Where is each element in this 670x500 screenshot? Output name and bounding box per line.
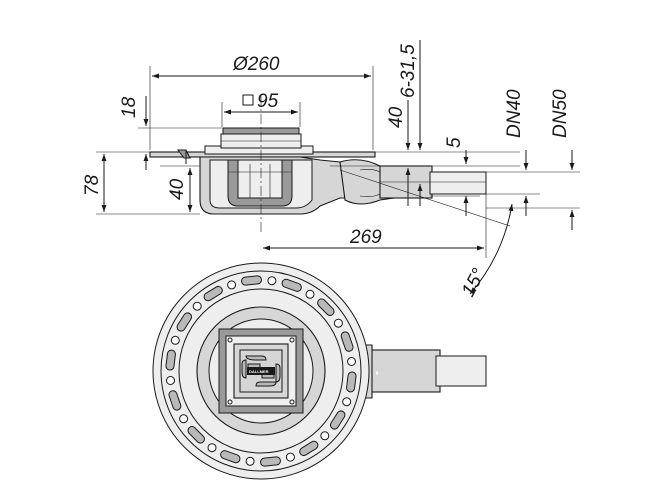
dim-dn50: DN50 — [550, 89, 571, 138]
top-outlet-pipe-dn40 — [435, 355, 487, 387]
dim-depth-40: 40 — [167, 178, 188, 200]
flange-hole — [267, 276, 277, 286]
top-outlet-marking: ▮ — [376, 370, 378, 375]
flange-holes — [166, 276, 356, 466]
dim-length-269: 269 — [349, 227, 382, 248]
flange-hole — [305, 289, 315, 299]
flange-slot — [346, 371, 357, 393]
outlet-pipe-dn40 — [429, 171, 487, 195]
flange-slot — [203, 285, 223, 302]
flange-slot — [176, 312, 193, 332]
dim-angle-15: 15° — [458, 265, 490, 301]
flange-slot — [281, 278, 302, 292]
flange-hole — [207, 443, 217, 453]
side-view: Ø260 95 18 78 40 40 6-31,5 5 — [82, 40, 580, 300]
flange-slot — [165, 349, 176, 371]
flange-hole — [170, 335, 180, 345]
flange-slot — [340, 331, 354, 352]
brand-label: DALLMER — [249, 369, 269, 374]
flange-hole — [285, 452, 295, 462]
flange-slot — [299, 440, 319, 457]
dim-total-78: 78 — [82, 174, 103, 196]
grate-slots — [241, 355, 281, 387]
dim-range-6-31-5: 6-31,5 — [398, 44, 419, 98]
flange-hole — [179, 414, 189, 424]
sealing-clip — [177, 149, 191, 159]
flange-hole — [192, 301, 202, 311]
flange-hole — [166, 376, 175, 385]
flange-hole — [347, 357, 356, 366]
dim-grate-95: 95 — [257, 91, 279, 112]
flange-slot — [317, 298, 335, 316]
flange-slot — [168, 390, 182, 411]
brand-plate — [247, 367, 275, 375]
flange-slot — [241, 275, 262, 286]
flange-hole — [342, 397, 352, 407]
dim-outlet-5: 5 — [444, 137, 465, 148]
dim-diameter-260: Ø260 — [232, 54, 280, 75]
dim-dn40: DN40 — [504, 89, 525, 138]
dim-offset-40: 40 — [386, 106, 407, 128]
flange-slot — [187, 426, 205, 444]
flange-slot — [329, 410, 346, 430]
flange-slot — [260, 456, 281, 467]
flange-slots — [165, 275, 357, 467]
flange-hole — [245, 456, 255, 466]
top-view: ▮ DALLMER — [152, 262, 487, 480]
flange-slot — [220, 450, 241, 464]
square-outline-icon — [242, 94, 254, 106]
dim-height-18: 18 — [119, 96, 140, 118]
flange-hole — [333, 318, 343, 328]
top-outlet-pipe-dn50 — [367, 349, 441, 393]
flange-hole — [320, 431, 330, 441]
flange-hole — [227, 280, 237, 290]
